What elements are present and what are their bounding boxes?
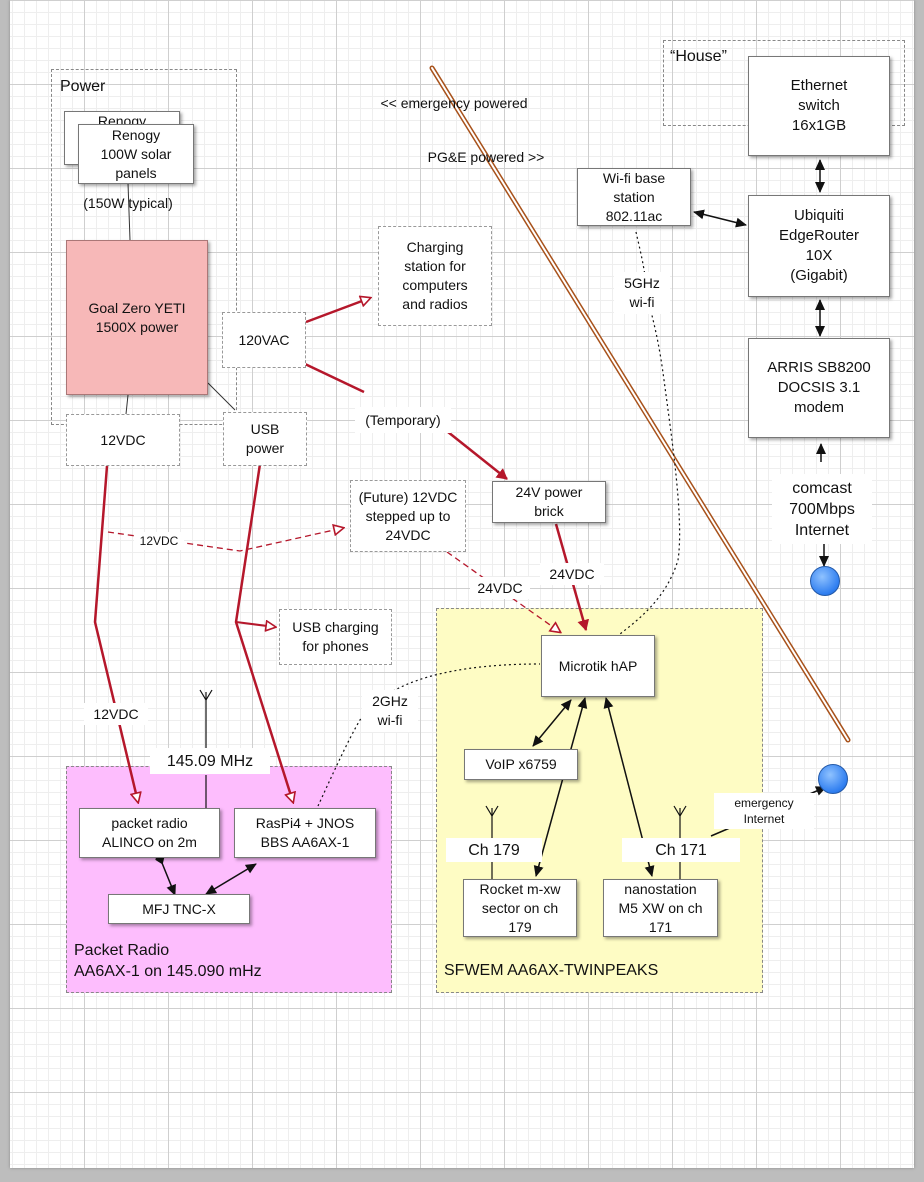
emergency-internet-label: emergency Internet xyxy=(714,793,814,829)
freq-145-09-label: 145.09 MHz xyxy=(150,748,270,774)
wire-usb-to-phone-charging xyxy=(235,622,275,627)
wire-future-24vdc xyxy=(446,551,560,632)
antenna-ch179-icon xyxy=(485,805,499,880)
wire-120vac-to-brick xyxy=(304,362,365,394)
microtik-hap-box: Microtik hAP xyxy=(541,635,655,697)
wifi-2ghz-label: 2GHz wi-fi xyxy=(362,690,418,732)
house-region-label: “House” xyxy=(670,48,727,65)
wire-12vdc-to-packet-radio xyxy=(93,465,138,802)
ch179-label: Ch 179 xyxy=(446,838,542,862)
antenna-145-icon xyxy=(199,689,213,808)
raspi-jnos-box: RasPi4 + JNOS BBS AA6AX-1 xyxy=(234,808,376,858)
ch171-label: Ch 171 xyxy=(622,838,740,862)
comcast-label: comcast 700Mbps Internet xyxy=(772,474,872,544)
power-brick-box: 24V power brick xyxy=(492,481,606,523)
emergency-internet-globe-icon xyxy=(818,764,848,794)
charging-station-note: Charging station for computers and radio… xyxy=(378,226,492,326)
link-microtik-rocket xyxy=(533,697,588,877)
internet-globe-icon xyxy=(810,566,840,596)
arris-modem-box: ARRIS SB8200 DOCSIS 3.1 modem xyxy=(748,338,890,438)
yeti-to-usb-line xyxy=(207,382,236,411)
renogy-solar-panels-box: Renogy 100W solar panels xyxy=(78,124,194,184)
packet-radio-region-label: Packet Radio AA6AX-1 on 145.090 mHz xyxy=(74,942,262,980)
sfwem-region-label: SFWEM AA6AX-TWINPEAKS xyxy=(444,962,659,979)
dc24-dashed-label: 24VDC xyxy=(470,577,530,599)
typical-150w-label: (150W typical) xyxy=(83,194,173,211)
mfj-tnc-box: MFJ TNC-X xyxy=(108,894,250,924)
ethernet-switch-box: Ethernet switch 16x1GB xyxy=(748,56,890,156)
link-microtik-voip xyxy=(532,699,572,747)
wifi-2ghz-path xyxy=(317,663,541,807)
solar-to-yeti-line xyxy=(127,182,131,241)
vac120-label: 120VAC xyxy=(222,312,306,368)
dc12-note: 12VDC xyxy=(66,414,180,466)
voip-box: VoIP x6759 xyxy=(464,749,578,780)
future-step-up-note: (Future) 12VDC stepped up to 24VDC xyxy=(350,480,466,552)
divider-line xyxy=(429,65,851,743)
link-radio-tnc xyxy=(155,851,176,896)
rocket-sector-box: Rocket m-xw sector on ch 179 xyxy=(463,879,577,937)
wifi-5ghz-label: 5GHz wi-fi xyxy=(614,272,670,314)
usb-charging-note: USB charging for phones xyxy=(279,609,392,665)
usb-power-note: USB power xyxy=(223,412,307,466)
wire-120vac-to-charging xyxy=(305,298,370,324)
power-region-label: Power xyxy=(60,78,106,95)
yeti-to-12vdc-line xyxy=(125,394,129,415)
link-wifi-router xyxy=(693,209,747,228)
goal-zero-yeti-box: Goal Zero YETI 1500X power xyxy=(66,240,208,395)
dc24-solid-label: 24VDC xyxy=(540,563,604,585)
antenna-ch171-icon xyxy=(673,805,687,880)
wifi-base-station-box: Wi-fi base station 802.11ac xyxy=(577,168,691,226)
temporary-label: (Temporary) xyxy=(355,407,451,433)
emergency-powered-label: << emergency powered xyxy=(380,94,528,111)
ubiquiti-edgerouter-box: Ubiquiti EdgeRouter 10X (Gigabit) xyxy=(748,195,890,297)
dc12-dashed-label: 12VDC xyxy=(134,532,184,550)
dc12-lower-label: 12VDC xyxy=(84,703,148,725)
pge-powered-label: PG&E powered >> xyxy=(427,148,545,165)
wire-temporary-to-brick xyxy=(447,431,508,480)
packet-radio-alinco-box: packet radio ALINCO on 2m xyxy=(79,808,220,858)
nanostation-box: nanostation M5 XW on ch 171 xyxy=(603,879,718,937)
link-raspi-tnc xyxy=(205,863,257,895)
